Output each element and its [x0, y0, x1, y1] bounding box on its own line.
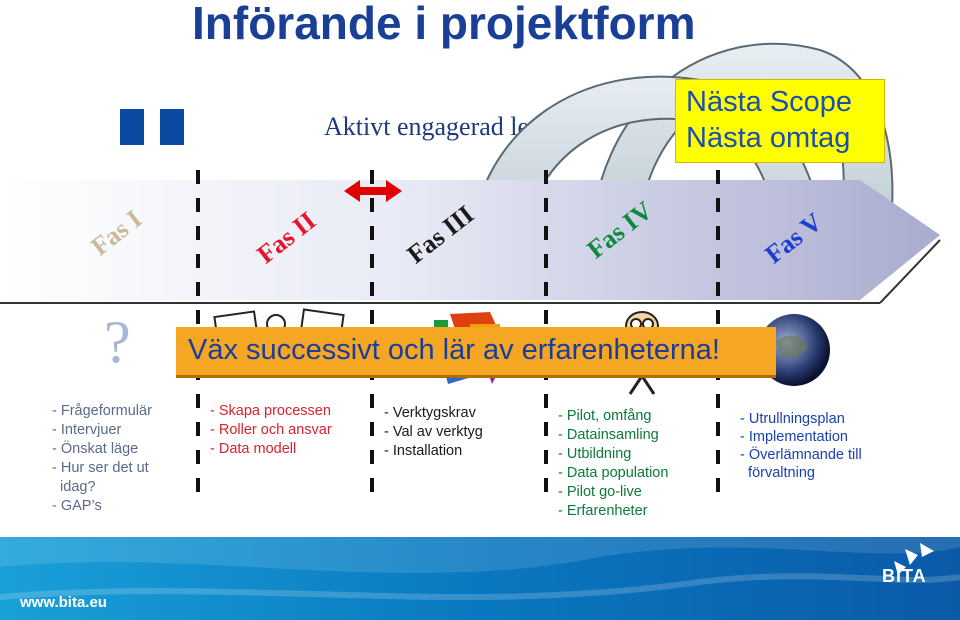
column-item: - Data modell — [210, 441, 297, 457]
column-phase-2: - Skapa processen - Roller och ansvar - … — [210, 402, 332, 459]
column-item: - Val av verktyg — [384, 424, 483, 440]
column-item: - Installation — [384, 443, 463, 459]
column-item: - Hur ser det ut — [52, 460, 149, 476]
column-item: - Frågeformulär — [52, 403, 152, 419]
column-item: - Överlämnande till — [740, 447, 862, 463]
column-phase-3: - Verktygskrav - Val av verktyg - Instal… — [384, 404, 483, 461]
double-arrow-icon — [344, 180, 402, 202]
column-item: - GAP’s — [52, 498, 102, 514]
column-item: - Utrullningsplan — [740, 411, 845, 427]
column-item: - Implementation — [740, 429, 848, 445]
globe-icon — [758, 314, 830, 386]
blue-square — [160, 109, 184, 145]
column-item: - Önskat läge — [52, 441, 139, 457]
column-phase-1: - Frågeformulär - Intervjuer - Önskat lä… — [52, 402, 152, 516]
phase-arrow-shape — [0, 180, 940, 300]
column-item: - Intervjuer — [52, 422, 122, 438]
footer-url[interactable]: www.bita.eu — [20, 594, 107, 611]
column-item: förvaltning — [740, 465, 815, 481]
column-phase-5: - Utrullningsplan - Implementation - Öve… — [740, 410, 862, 482]
column-item: - Data population — [558, 465, 669, 481]
column-item: - Utbildning — [558, 446, 632, 462]
banner-text: Väx successivt och lär av erfarenheterna… — [188, 334, 720, 366]
page-title: Införande i projektform — [192, 0, 696, 49]
column-item: - Skapa processen — [210, 403, 331, 419]
column-item: - Roller och ansvar — [210, 422, 332, 438]
column-item: - Verktygskrav — [384, 405, 476, 421]
footer-logo-text: BiTA — [882, 566, 927, 586]
scope-line-1: Nästa Scope — [686, 86, 853, 118]
next-scope-box: Nästa Scope Nästa omtag — [675, 79, 885, 163]
phase-arrow-band — [0, 170, 941, 310]
bita-logo-icon — [894, 543, 934, 575]
column-item: idag? — [52, 479, 96, 495]
column-item: - Erfarenheter — [558, 503, 648, 519]
blue-square — [120, 109, 144, 145]
scope-line-2: Nästa omtag — [686, 122, 851, 154]
column-item: - Pilot go-live — [558, 484, 642, 500]
growth-banner: Väx successivt och lär av erfarenheterna… — [176, 327, 776, 378]
column-phase-4: - Pilot, omfång - Datainsamling - Utbild… — [558, 407, 668, 521]
footer-banner — [0, 537, 960, 620]
question-mark-icon: ? — [104, 309, 131, 375]
column-item: - Pilot, omfång — [558, 408, 652, 424]
column-item: - Datainsamling — [558, 427, 659, 443]
